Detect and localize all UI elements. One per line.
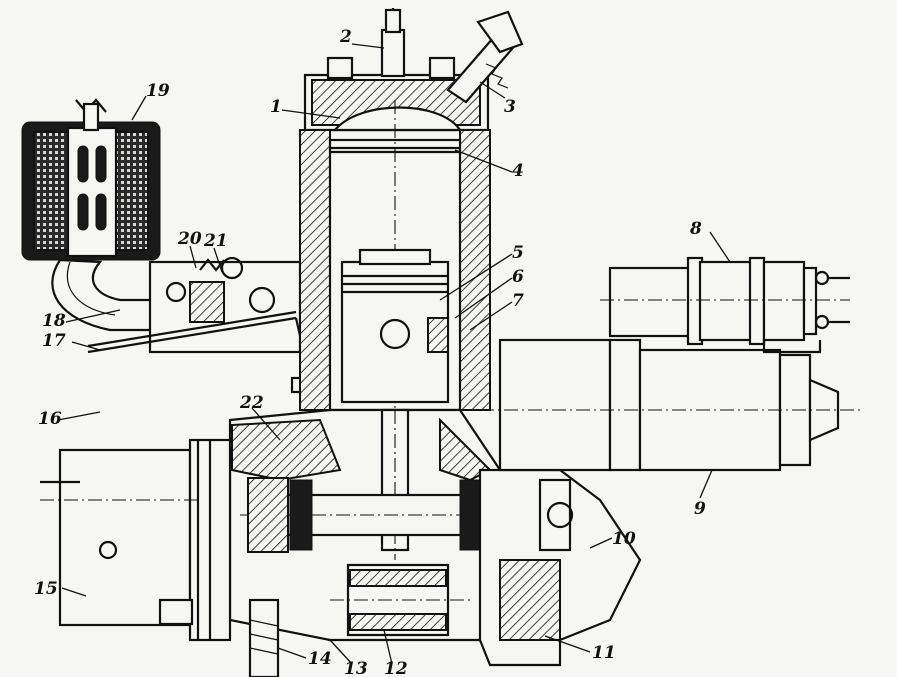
label-3: 3 — [504, 97, 516, 117]
label-20: 20 — [177, 229, 202, 249]
label-12: 12 — [384, 659, 408, 677]
label-7: 7 — [512, 291, 524, 311]
label-2: 2 — [339, 27, 352, 47]
label-4: 4 — [512, 161, 524, 181]
label-5: 5 — [512, 243, 524, 263]
cylinder-head — [303, 8, 524, 132]
label-6: 6 — [512, 267, 524, 287]
left-housing — [40, 438, 232, 642]
part-labels: 1 2 3 4 5 6 7 8 9 10 11 12 13 14 15 16 1… — [34, 27, 706, 677]
label-18: 18 — [42, 311, 66, 331]
label-13: 13 — [344, 659, 368, 677]
label-14: 14 — [308, 649, 332, 669]
intake-elbow — [51, 258, 162, 332]
starter-motor — [480, 338, 860, 472]
label-15: 15 — [34, 579, 58, 599]
right-cover — [478, 468, 642, 667]
label-16: 16 — [38, 409, 62, 429]
starter-relay — [600, 256, 850, 354]
label-8: 8 — [689, 219, 702, 239]
label-22: 22 — [239, 393, 264, 413]
label-17: 17 — [42, 331, 66, 351]
piston — [340, 248, 450, 404]
air-filter — [21, 98, 161, 261]
linkage-rod — [87, 316, 297, 354]
carburettor — [148, 256, 302, 354]
label-10: 10 — [612, 529, 636, 549]
label-21: 21 — [203, 231, 228, 251]
leader-lines — [57, 43, 731, 665]
label-1: 1 — [270, 97, 282, 117]
label-9: 9 — [694, 499, 706, 519]
label-11: 11 — [592, 643, 616, 663]
label-19: 19 — [146, 81, 170, 101]
